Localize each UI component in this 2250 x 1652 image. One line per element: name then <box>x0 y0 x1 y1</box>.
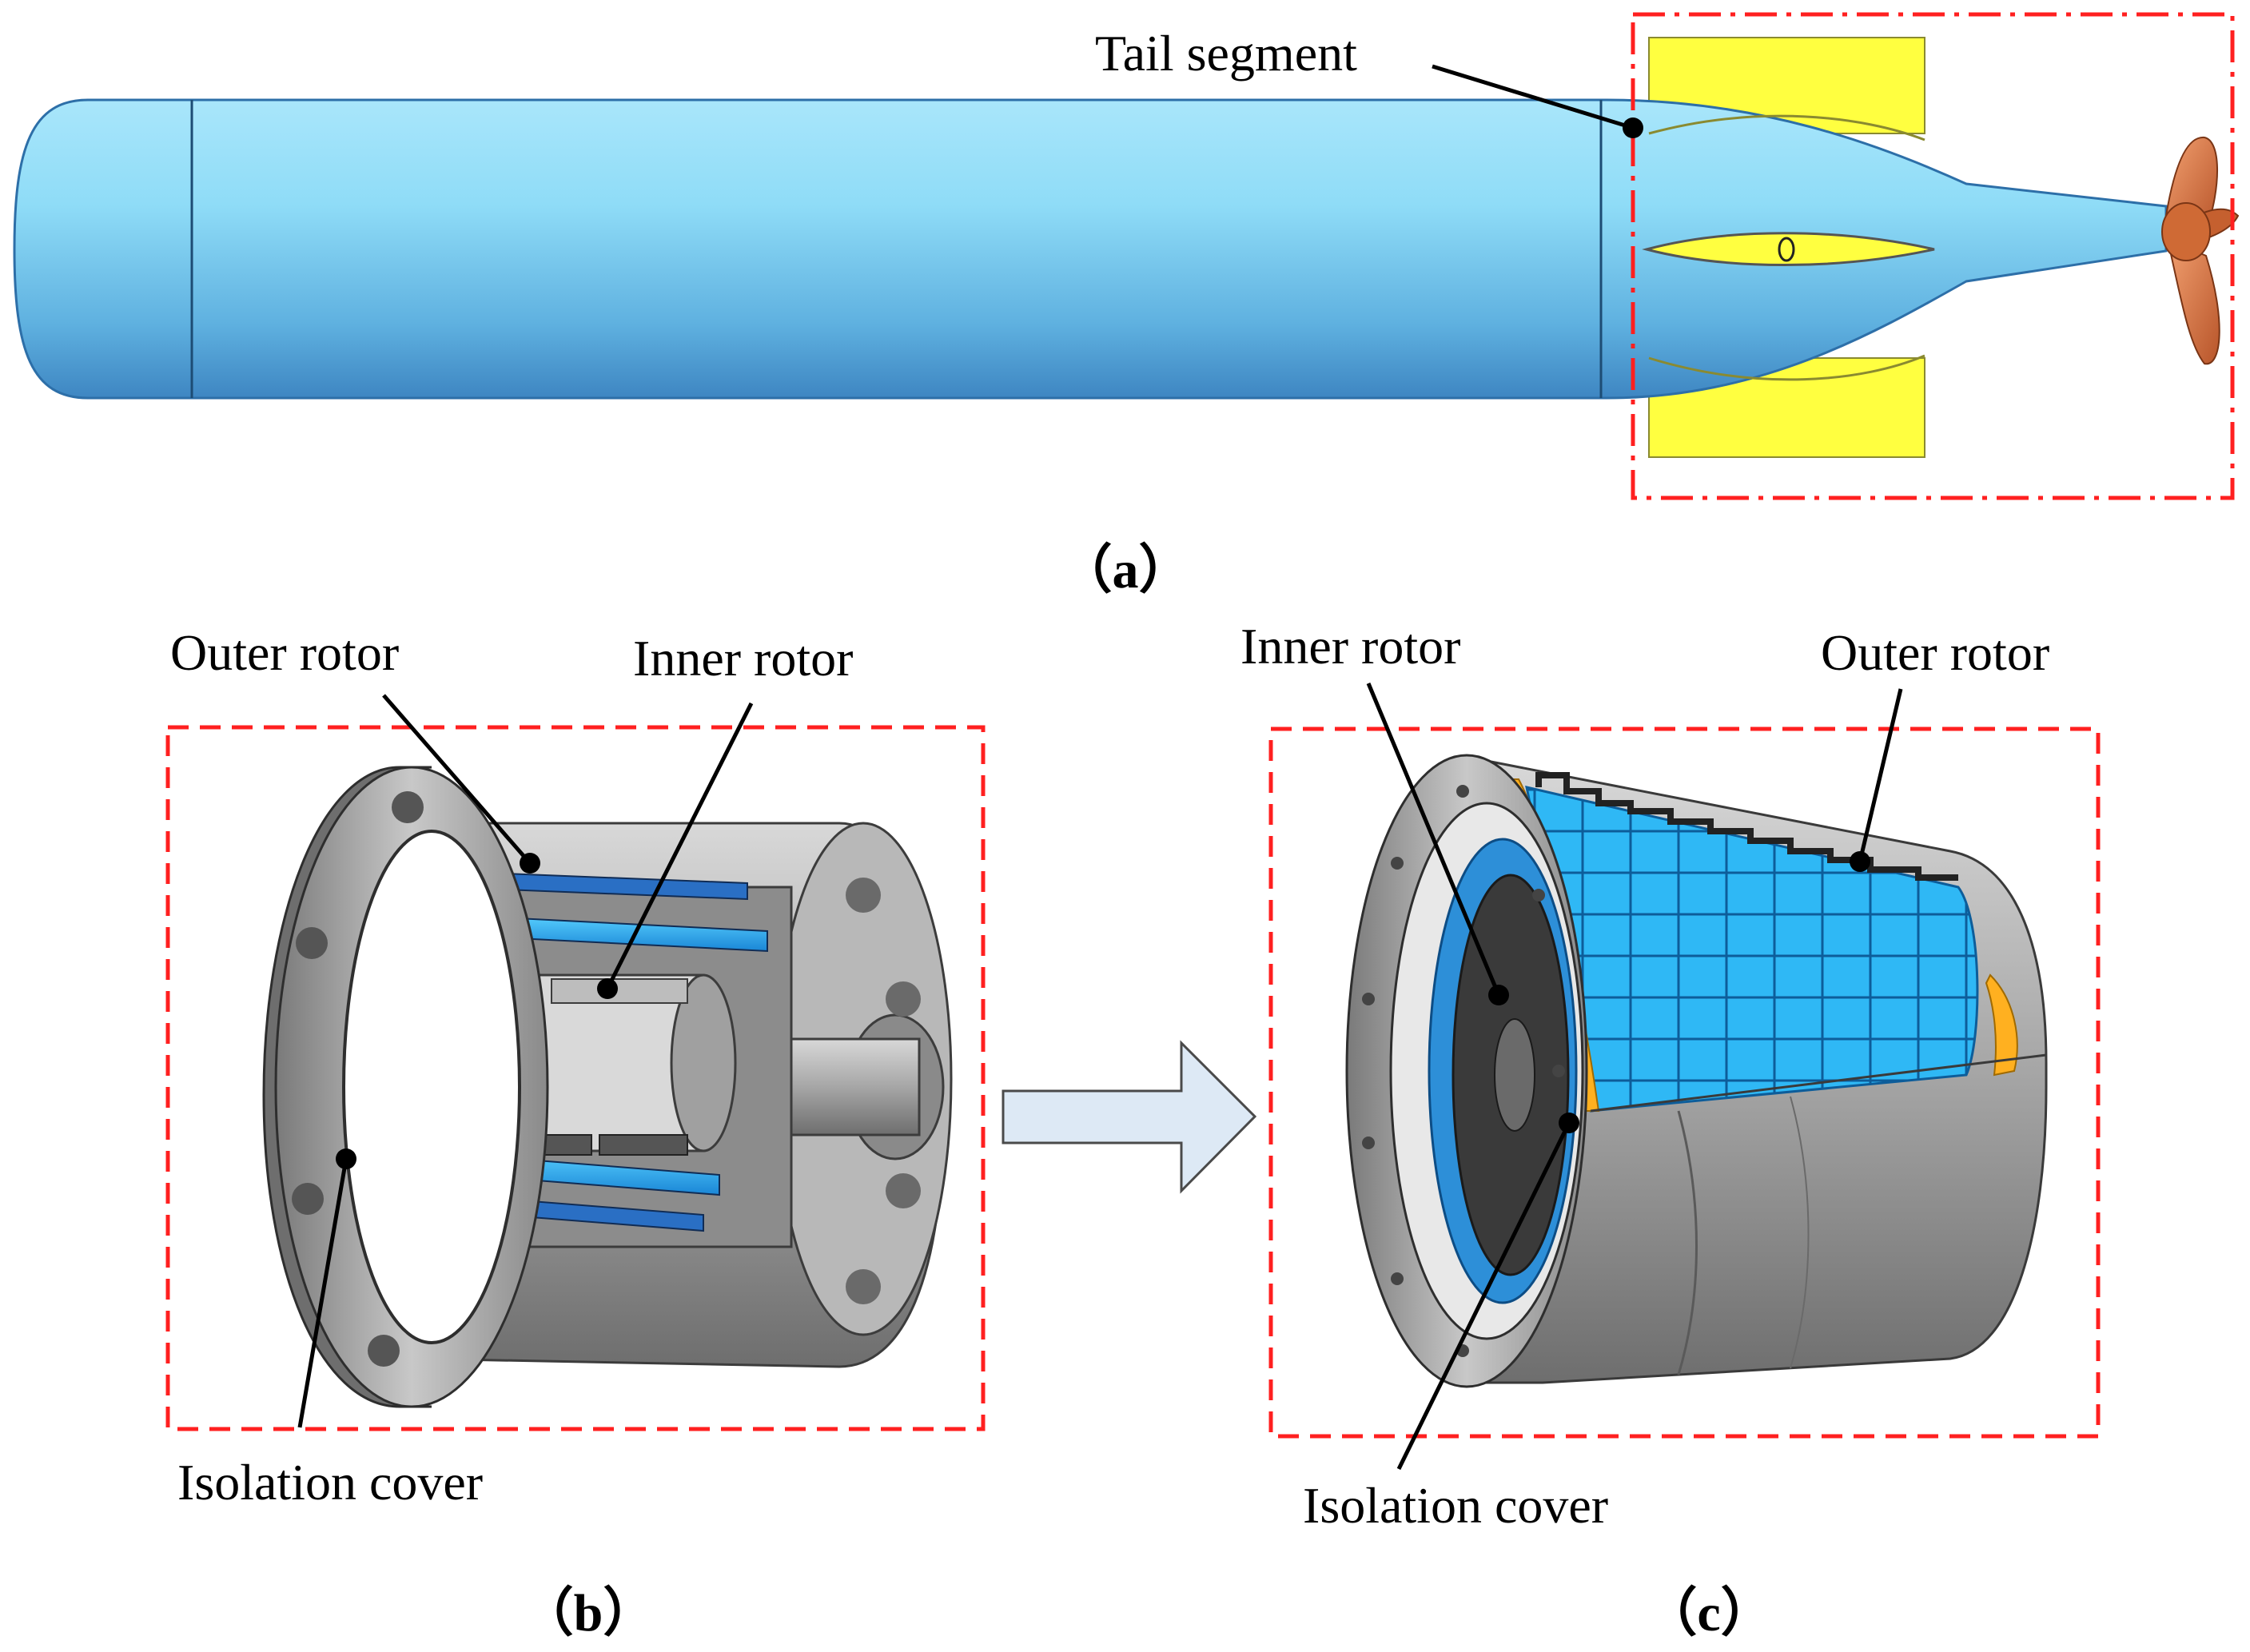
inner-rotor-bore <box>1494 1018 1535 1132</box>
panel-a: Tail segment （a） <box>13 12 2240 599</box>
panel-c-isolation-cover-label: Isolation cover <box>1303 1477 1608 1534</box>
tail-segment-label: Tail segment <box>1095 25 1357 82</box>
tail-segment-leader <box>1432 64 1634 130</box>
transition-arrow <box>1002 1040 1257 1194</box>
tail-highlight-box <box>1631 12 2235 500</box>
propeller <box>2161 136 2240 365</box>
output-shaft <box>790 1037 921 1136</box>
lower-fin-root <box>1648 354 1925 381</box>
stepped-edge <box>1535 772 1958 881</box>
upper-fin-root <box>1648 114 1925 141</box>
panel-b-outer-rotor-label: Outer rotor <box>170 624 399 681</box>
fin-pivot <box>1778 237 1795 262</box>
tail-segment-dot <box>1623 117 1643 138</box>
panel-b-inner-rotor-label: Inner rotor <box>633 630 853 687</box>
panel-b-isolation-cover-label: Isolation cover <box>177 1454 483 1511</box>
caption-b: （b） <box>521 1583 656 1642</box>
panel-c-outer-rotor-label: Outer rotor <box>1821 624 2049 681</box>
panel-b: Outer rotor Inner rotor Isolation cover … <box>165 624 986 1642</box>
side-fin <box>1642 232 1935 266</box>
panel-b-highlight-box <box>165 725 986 1431</box>
panel-c-inner-rotor-label: Inner rotor <box>1240 618 1460 675</box>
isolation-cover-opening <box>342 830 521 1344</box>
caption-a: （a） <box>1060 540 1192 599</box>
panel-c: Inner rotor Outer rotor Isolation cover … <box>1240 618 2101 1642</box>
caption-c: （c） <box>1644 1583 1773 1642</box>
yellow-ring-right <box>1985 973 2018 1077</box>
hull <box>13 98 2168 400</box>
